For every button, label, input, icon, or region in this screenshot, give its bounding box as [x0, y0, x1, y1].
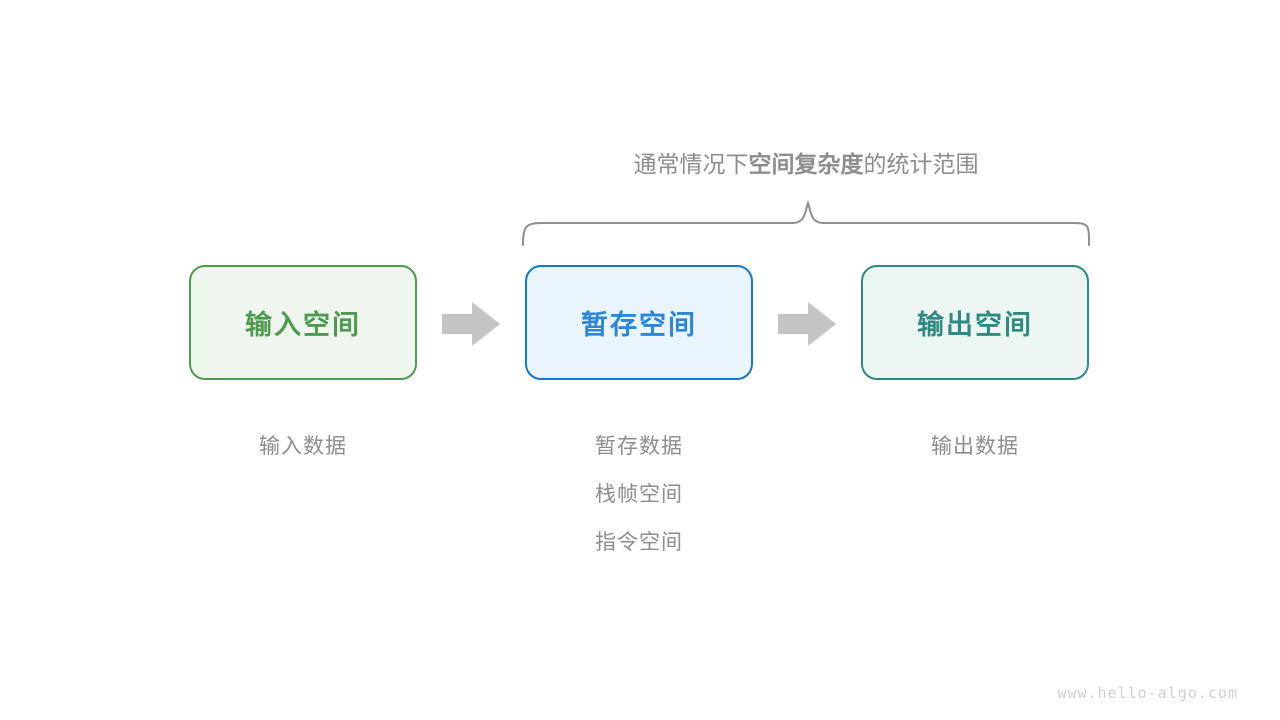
arrow-right-shape: [442, 302, 500, 346]
brace-caption: 通常情况下空间复杂度的统计范围: [634, 145, 979, 179]
sub-label-item: 输出数据: [931, 435, 1019, 458]
box-temp-space-label: 暂存空间: [581, 310, 697, 340]
box-input-space: 输入空间: [189, 265, 417, 380]
arrow-right-icon-2: [778, 302, 836, 346]
box-output-space-label: 输出空间: [917, 310, 1033, 340]
brace-caption-prefix: 通常情况下: [633, 151, 749, 177]
watermark: www.hello-algo.com: [1057, 684, 1238, 702]
sub-labels-temp: 暂存数据 栈帧空间 指令空间: [519, 423, 759, 567]
sub-label-item: 栈帧空间: [595, 483, 683, 506]
box-input-space-label: 输入空间: [245, 310, 361, 340]
sub-labels-input: 输入数据: [183, 423, 423, 471]
brace-path: [522, 199, 1090, 246]
box-temp-space: 暂存空间: [525, 265, 753, 380]
arrow-right-icon-1: [442, 302, 500, 346]
sub-label-item: 输入数据: [259, 435, 347, 458]
brace-caption-emphasis: 空间复杂度: [748, 151, 864, 177]
arrow-right-shape: [778, 302, 836, 346]
box-output-space: 输出空间: [861, 265, 1089, 380]
sub-label-item: 指令空间: [595, 531, 683, 554]
sub-labels-output: 输出数据: [855, 423, 1095, 471]
brace-bracket: [522, 199, 1090, 246]
brace-caption-suffix: 的统计范围: [863, 151, 979, 177]
sub-label-item: 暂存数据: [595, 435, 683, 458]
